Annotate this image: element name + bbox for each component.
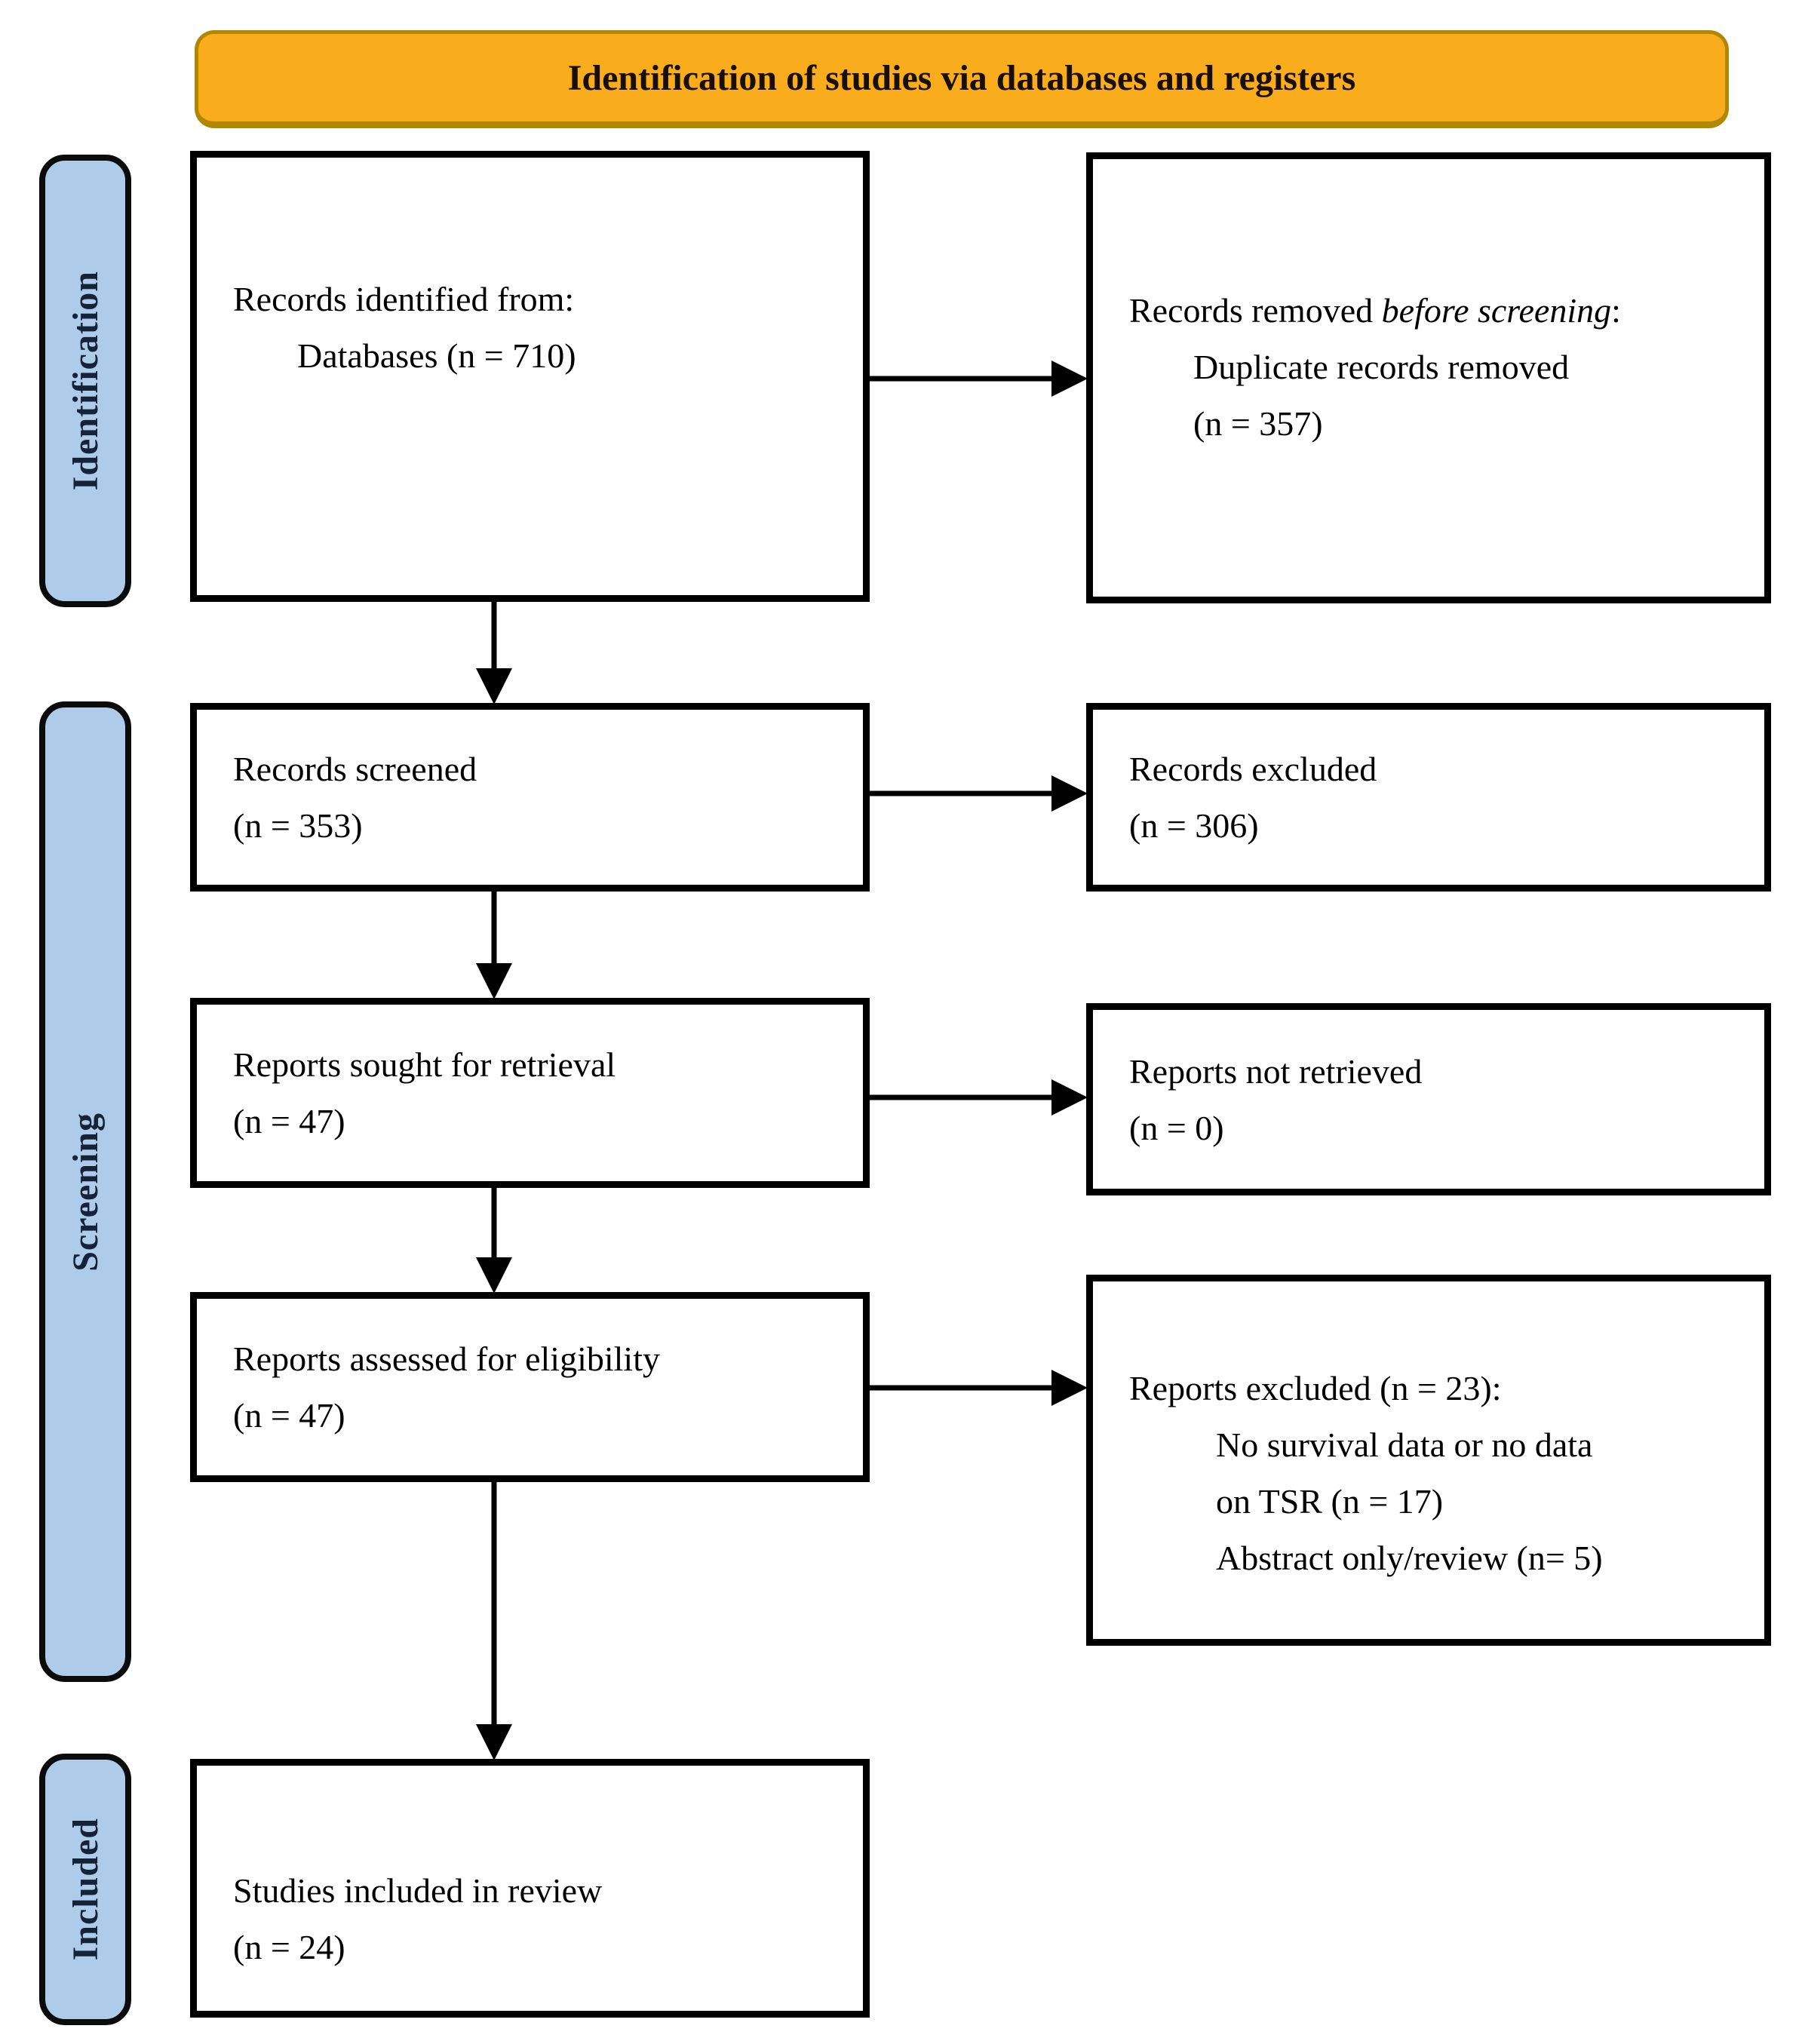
stage-label-identification: Identification <box>39 155 131 607</box>
arrow-screened-to-sought <box>476 892 512 999</box>
text-line: (n = 353) <box>233 806 363 845</box>
box-reports-not-retrieved-content: Reports not retrieved (n = 0) <box>1129 1043 1742 1156</box>
arrow-sought-to-not-retrieved <box>870 1079 1088 1116</box>
box-reports-excluded-content: Reports excluded (n = 23): No survival d… <box>1129 1360 1742 1586</box>
stage-label-included-text: Included <box>65 1818 106 1961</box>
text-line: (n = 0) <box>1129 1108 1224 1147</box>
text-line: (n = 47) <box>233 1102 345 1140</box>
stage-label-screening: Screening <box>39 701 131 1682</box>
banner-title: Identification of studies via databases … <box>195 30 1729 128</box>
box-reports-sought-content: Reports sought for retrieval (n = 47) <box>233 1036 840 1149</box>
box-reports-not-retrieved: Reports not retrieved (n = 0) <box>1086 1003 1771 1195</box>
arrow-assessed-to-included <box>476 1482 512 1760</box>
text-line: Records removed before screening: <box>1129 282 1742 339</box>
box-reports-sought: Reports sought for retrieval (n = 47) <box>190 998 870 1188</box>
text-line: (n = 47) <box>233 1396 345 1435</box>
text-line: on TSR (n = 17) <box>1216 1482 1444 1521</box>
box-records-screened-content: Records screened (n = 353) <box>233 741 840 854</box>
stage-label-screening-text: Screening <box>65 1112 106 1272</box>
text-line: No survival data or no data <box>1216 1426 1593 1464</box>
box-records-removed-content: Records removed before screening: Duplic… <box>1129 282 1742 452</box>
box-records-excluded-content: Records excluded (n = 306) <box>1129 741 1742 854</box>
text-segment-italic: before screening <box>1381 290 1612 330</box>
box-records-identified: Records identified from: Databases (n = … <box>190 151 870 602</box>
text-line: Studies included in review <box>233 1871 603 1910</box>
text-line: Records screened <box>233 750 477 788</box>
arrow-assessed-to-reports-excluded <box>870 1370 1088 1406</box>
text-line: (n = 306) <box>1129 806 1259 845</box>
box-studies-included: Studies included in review (n = 24) <box>190 1759 870 2018</box>
arrow-sought-to-assessed <box>476 1188 512 1294</box>
text-line: Duplicate records removed <box>1193 347 1570 386</box>
box-records-identified-content: Records identified from: Databases (n = … <box>233 271 840 384</box>
text-line: Abstract only/review (n= 5) <box>1216 1539 1603 1577</box>
box-reports-assessed: Reports assessed for eligibility (n = 47… <box>190 1292 870 1482</box>
text-line: (n = 357) <box>1193 404 1323 443</box>
text-segment: : <box>1611 290 1621 330</box>
box-reports-excluded: Reports excluded (n = 23): No survival d… <box>1086 1275 1771 1646</box>
stage-label-identification-text: Identification <box>65 271 106 491</box>
text-line: Databases (n = 710) <box>297 336 576 375</box>
stage-label-included: Included <box>39 1754 131 2025</box>
text-line: Records excluded <box>1129 750 1377 788</box>
text-line: Reports sought for retrieval <box>233 1045 616 1084</box>
arrow-identified-to-screened <box>476 602 512 704</box>
box-records-removed: Records removed before screening: Duplic… <box>1086 152 1771 603</box>
text-line: Reports excluded (n = 23): <box>1129 1369 1502 1407</box>
box-records-excluded: Records excluded (n = 306) <box>1086 703 1771 892</box>
arrow-identified-to-removed <box>870 361 1088 397</box>
arrow-screened-to-excluded <box>870 775 1088 812</box>
text-line: (n = 24) <box>233 1927 345 1966</box>
text-segment: Records removed <box>1129 290 1382 330</box>
box-studies-included-content: Studies included in review (n = 24) <box>233 1862 840 1975</box>
text-line: Records identified from: <box>233 280 575 318</box>
text-line: Reports assessed for eligibility <box>233 1340 660 1378</box>
box-records-screened: Records screened (n = 353) <box>190 703 870 892</box>
box-reports-assessed-content: Reports assessed for eligibility (n = 47… <box>233 1330 840 1444</box>
banner-title-text: Identification of studies via databases … <box>567 57 1356 98</box>
text-line: Reports not retrieved <box>1129 1051 1423 1091</box>
